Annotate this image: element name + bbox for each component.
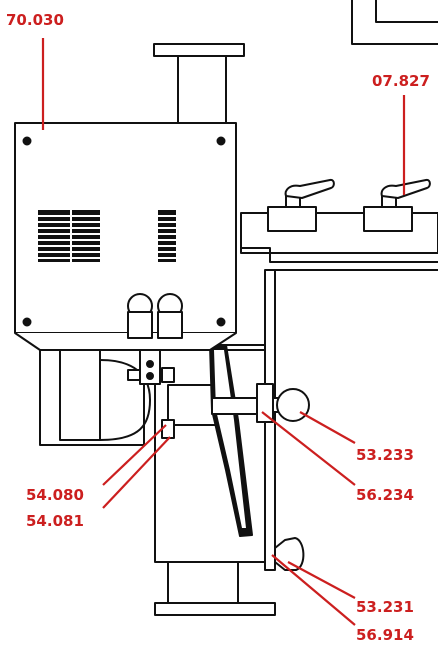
callout-labels: 70.030 07.827 53.233 56.234 54.080 54.08… xyxy=(6,11,430,644)
machine-drawing xyxy=(14,0,438,616)
control-housing xyxy=(14,122,237,351)
lever-left xyxy=(267,178,335,232)
leader-53233 xyxy=(299,411,356,444)
leader-lines xyxy=(41,38,406,626)
knob-lower xyxy=(274,537,305,571)
leader-56234 xyxy=(261,411,356,486)
callout-70030: 70.030 xyxy=(6,11,64,29)
callout-56914: 56.914 xyxy=(356,626,414,644)
leader-53231 xyxy=(287,561,356,599)
mount-bracket xyxy=(139,349,175,439)
callout-07827: 07.827 xyxy=(372,72,430,90)
leader-54080 xyxy=(102,424,167,486)
callout-53233: 53.233 xyxy=(356,446,414,464)
upper-frame xyxy=(351,0,438,45)
callout-56234: 56.234 xyxy=(356,486,414,504)
motor xyxy=(39,344,151,446)
leader-56914 xyxy=(271,554,356,626)
lever-right xyxy=(363,178,431,232)
cable-connectors xyxy=(127,293,183,339)
vent-grille xyxy=(38,210,176,262)
knob-upper xyxy=(276,388,310,422)
callout-53231: 53.231 xyxy=(356,598,414,616)
callout-54080: 54.080 xyxy=(26,486,84,504)
vertical-pipe xyxy=(153,43,245,127)
callout-54081: 54.081 xyxy=(26,512,84,530)
leader-54081 xyxy=(102,436,171,509)
rod-assembly xyxy=(211,383,310,423)
